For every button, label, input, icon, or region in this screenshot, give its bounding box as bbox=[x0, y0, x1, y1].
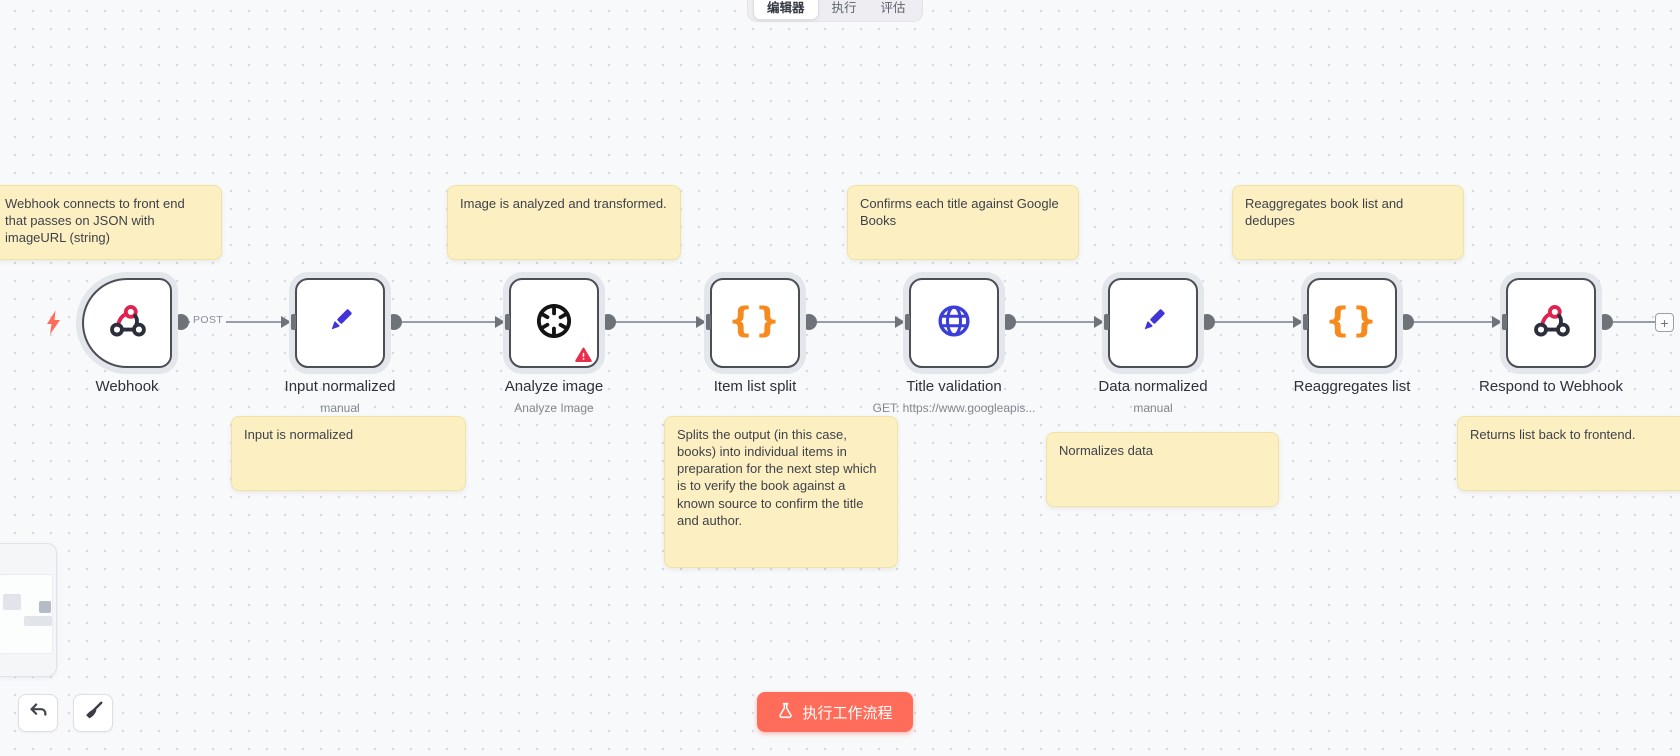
input-port[interactable] bbox=[905, 314, 910, 330]
pencil-icon bbox=[1133, 301, 1173, 346]
lightning-bolt-icon bbox=[47, 310, 61, 335]
output-port[interactable] bbox=[173, 314, 189, 330]
execute-workflow-button[interactable]: 执行工作流程 bbox=[757, 692, 913, 732]
node-subtitle: manual bbox=[320, 401, 360, 415]
tab-evaluation[interactable]: 评估 bbox=[880, 0, 906, 15]
input-port[interactable] bbox=[505, 314, 510, 330]
openai-icon bbox=[532, 299, 576, 348]
minimap-viewport bbox=[0, 574, 53, 654]
minimap-node bbox=[3, 594, 21, 610]
pencil-icon bbox=[320, 301, 360, 346]
output-port[interactable] bbox=[1597, 314, 1613, 330]
sticky-note-normalize[interactable]: Normalizes data bbox=[1046, 432, 1279, 507]
sticky-note-returns[interactable]: Returns list back to frontend. bbox=[1457, 416, 1680, 491]
node-title: Data normalized bbox=[1098, 378, 1208, 395]
input-arrow-icon bbox=[1492, 316, 1502, 328]
connection-line bbox=[402, 321, 495, 323]
view-tabs: 编辑器 执行 评估 bbox=[747, 0, 923, 22]
undo-icon bbox=[27, 700, 49, 727]
node-subtitle: manual bbox=[1133, 401, 1173, 415]
minimap-node bbox=[39, 601, 51, 613]
node-subtitle: GET: https://www.googleapis... bbox=[872, 401, 1036, 415]
node-reaggregates-list[interactable]: {} Reaggregates list bbox=[1294, 278, 1410, 395]
tidy-up-button[interactable] bbox=[73, 694, 113, 732]
connection-line bbox=[1215, 321, 1293, 323]
node-title: Analyze image bbox=[504, 378, 604, 395]
input-arrow-icon bbox=[281, 316, 291, 328]
input-arrow-icon bbox=[495, 316, 505, 328]
braces-icon: {} bbox=[728, 300, 782, 341]
sticky-note-webhook[interactable]: Webhook connects to front end that passe… bbox=[0, 185, 222, 260]
warning-icon bbox=[575, 347, 592, 363]
webhook-icon bbox=[1530, 300, 1572, 347]
node-respond-to-webhook[interactable]: Respond to Webhook bbox=[1479, 278, 1623, 395]
braces-icon: {} bbox=[1325, 300, 1379, 341]
connection-line bbox=[817, 321, 895, 323]
connection-line bbox=[1613, 321, 1656, 323]
node-data-normalized[interactable]: Data normalized manual bbox=[1098, 278, 1208, 415]
sticky-note-input[interactable]: Input is normalized bbox=[231, 416, 466, 491]
input-arrow-icon bbox=[696, 316, 706, 328]
broom-icon bbox=[82, 700, 104, 727]
connection-line bbox=[616, 321, 696, 323]
output-port[interactable] bbox=[1000, 314, 1016, 330]
sticky-note-split[interactable]: Splits the output (in this case, books) … bbox=[664, 416, 898, 568]
node-webhook[interactable]: Webhook bbox=[82, 278, 172, 395]
globe-icon bbox=[933, 300, 975, 347]
output-port[interactable] bbox=[1398, 314, 1414, 330]
minimap-node bbox=[24, 616, 52, 626]
tab-editor[interactable]: 编辑器 bbox=[753, 0, 819, 20]
flask-icon bbox=[777, 702, 794, 723]
minimap[interactable] bbox=[0, 543, 57, 677]
output-port[interactable] bbox=[1199, 314, 1215, 330]
input-port[interactable] bbox=[1502, 314, 1507, 330]
connection-line bbox=[1016, 321, 1094, 323]
input-port[interactable] bbox=[706, 314, 711, 330]
sticky-note-confirm[interactable]: Confirms each title against Google Books bbox=[847, 185, 1079, 260]
plus-icon: + bbox=[1660, 314, 1669, 331]
output-port[interactable] bbox=[801, 314, 817, 330]
output-port[interactable] bbox=[386, 314, 402, 330]
input-arrow-icon bbox=[895, 316, 905, 328]
execute-workflow-label: 执行工作流程 bbox=[802, 704, 893, 722]
output-port[interactable] bbox=[600, 314, 616, 330]
node-input-normalized[interactable]: Input normalized manual bbox=[285, 278, 395, 415]
input-arrow-icon bbox=[1094, 316, 1104, 328]
node-subtitle: Analyze Image bbox=[514, 401, 594, 415]
add-node-button[interactable]: + bbox=[1655, 313, 1674, 332]
input-port[interactable] bbox=[291, 314, 296, 330]
input-port[interactable] bbox=[1303, 314, 1308, 330]
connection-line bbox=[189, 321, 281, 323]
undo-button[interactable] bbox=[18, 694, 58, 732]
node-title: Reaggregates list bbox=[1293, 378, 1411, 395]
node-title-validation[interactable]: Title validation GET: https://www.google… bbox=[873, 278, 1035, 415]
sticky-note-reaggregate[interactable]: Reaggregates book list and dedupes bbox=[1232, 185, 1464, 260]
input-port[interactable] bbox=[1104, 314, 1109, 330]
node-title: Item list split bbox=[713, 378, 797, 395]
node-analyze-image[interactable]: Analyze image Analyze Image bbox=[505, 278, 603, 415]
node-item-list-split[interactable]: {} Item list split bbox=[710, 278, 800, 395]
sticky-note-analyze[interactable]: Image is analyzed and transformed. bbox=[447, 185, 681, 260]
input-arrow-icon bbox=[1293, 316, 1303, 328]
tab-executions[interactable]: 执行 bbox=[831, 0, 857, 15]
node-title: Respond to Webhook bbox=[1479, 378, 1623, 395]
connection-label-post: POST bbox=[190, 314, 227, 326]
webhook-icon bbox=[106, 300, 148, 347]
node-title: Input normalized bbox=[284, 378, 396, 395]
node-title: Webhook bbox=[95, 378, 159, 395]
node-title: Title validation bbox=[906, 378, 1002, 395]
connection-line bbox=[1414, 321, 1492, 323]
